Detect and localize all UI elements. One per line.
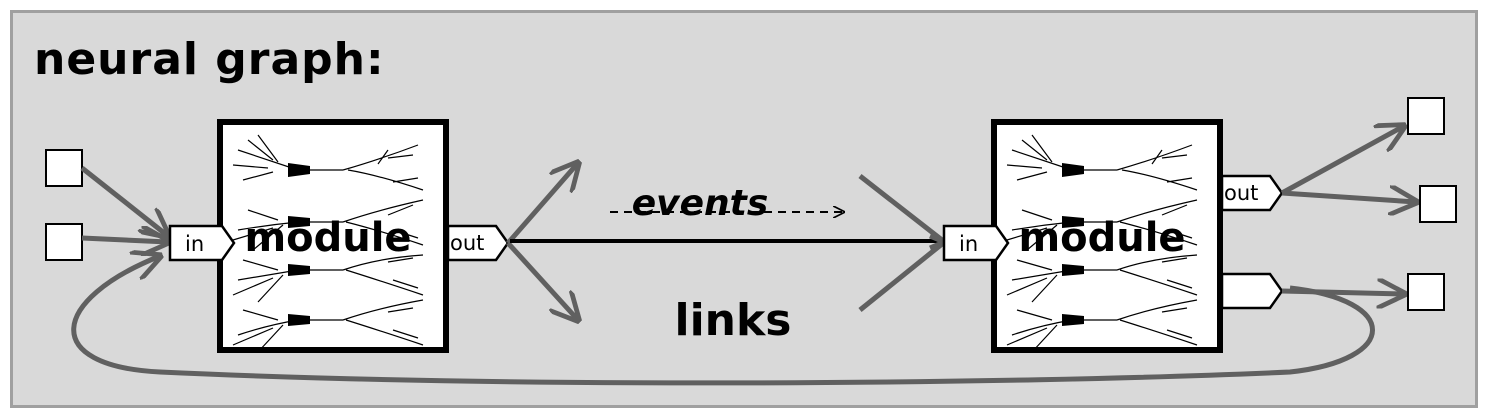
module-1-label: module: [244, 215, 411, 261]
module-1-in-label: in: [185, 232, 204, 256]
output-node-3: [1407, 273, 1445, 311]
output-node-1: [1407, 97, 1445, 135]
output-arrow-2: [1281, 193, 1416, 202]
module-1-in-port: in: [168, 224, 236, 262]
module-2-box: [991, 119, 1223, 353]
diagram-title: neural graph:: [34, 34, 385, 85]
input-node-1: [45, 149, 83, 187]
output-arrow-1: [1280, 126, 1404, 196]
module-1: module: [217, 119, 449, 353]
module-2: module: [991, 119, 1223, 353]
module-1-out-port: out: [446, 224, 510, 262]
module-2-label: module: [1018, 215, 1185, 261]
module-2-out-label: out: [1224, 181, 1258, 205]
feedback-loop-arrow: [71, 256, 1375, 386]
events-label: events: [632, 183, 769, 224]
module-1-box: [217, 119, 449, 353]
input-arrow-2: [81, 238, 168, 242]
link-arrow-up: [506, 163, 578, 245]
module-2-in-label: in: [959, 232, 978, 256]
module-1-out-label: out: [450, 231, 484, 255]
link-in-arrow-upper: [858, 174, 944, 242]
module-2-out-port: out: [1220, 174, 1284, 212]
link-in-arrow-lower: [858, 242, 944, 312]
output-node-2: [1419, 185, 1457, 223]
links-label: links: [675, 295, 792, 346]
input-node-2: [45, 223, 83, 261]
module-2-extra-out-port: [1220, 272, 1284, 310]
link-arrow-down: [506, 241, 578, 320]
module-2-in-port: in: [942, 224, 1010, 262]
input-arrow-1: [80, 166, 168, 236]
